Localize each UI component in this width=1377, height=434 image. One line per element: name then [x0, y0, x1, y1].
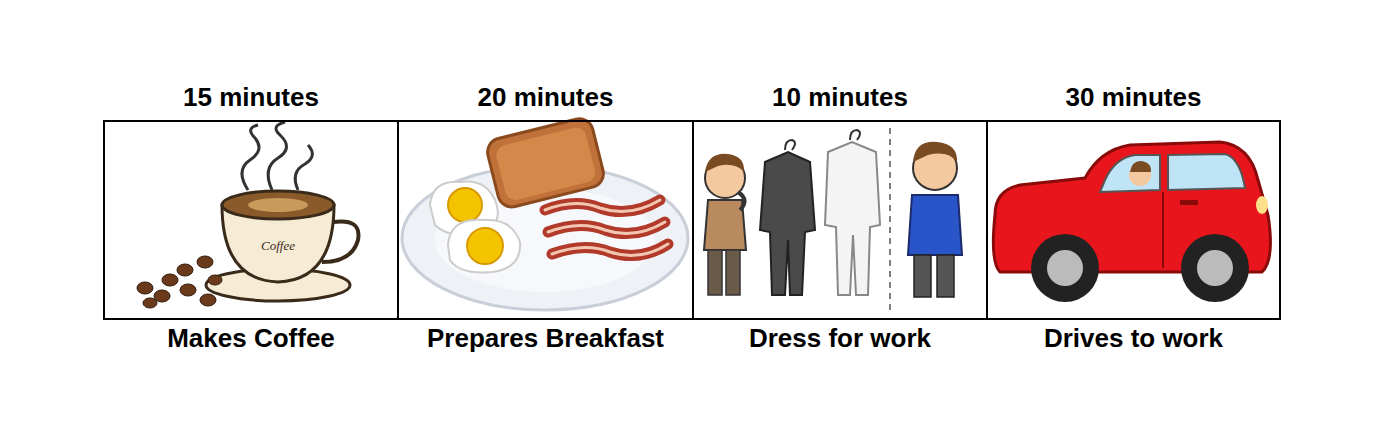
duration-label: 15 minutes [183, 83, 319, 112]
step-label: Prepares Breakfast [427, 324, 664, 353]
car-illustration [993, 142, 1270, 302]
duration-label: 20 minutes [478, 83, 614, 112]
svg-text:Coffee: Coffee [261, 238, 295, 253]
duration-label: 10 minutes [772, 83, 908, 112]
step-label: Makes Coffee [167, 324, 335, 353]
step-label: Dress for work [749, 324, 931, 353]
step-box: 10 minutesDress for work [692, 120, 988, 320]
coffee-illustration: Coffee [137, 122, 358, 308]
dressing-illustration [704, 128, 962, 310]
duration-label: 30 minutes [1066, 83, 1202, 112]
step-box: 30 minutesDrives to work [986, 120, 1281, 320]
step-box: 20 minutesPrepares Breakfast [397, 120, 694, 320]
breakfast-illustration [402, 116, 688, 310]
step-box: 15 minutesMakes Coffee [103, 120, 399, 320]
step-label: Drives to work [1044, 324, 1223, 353]
